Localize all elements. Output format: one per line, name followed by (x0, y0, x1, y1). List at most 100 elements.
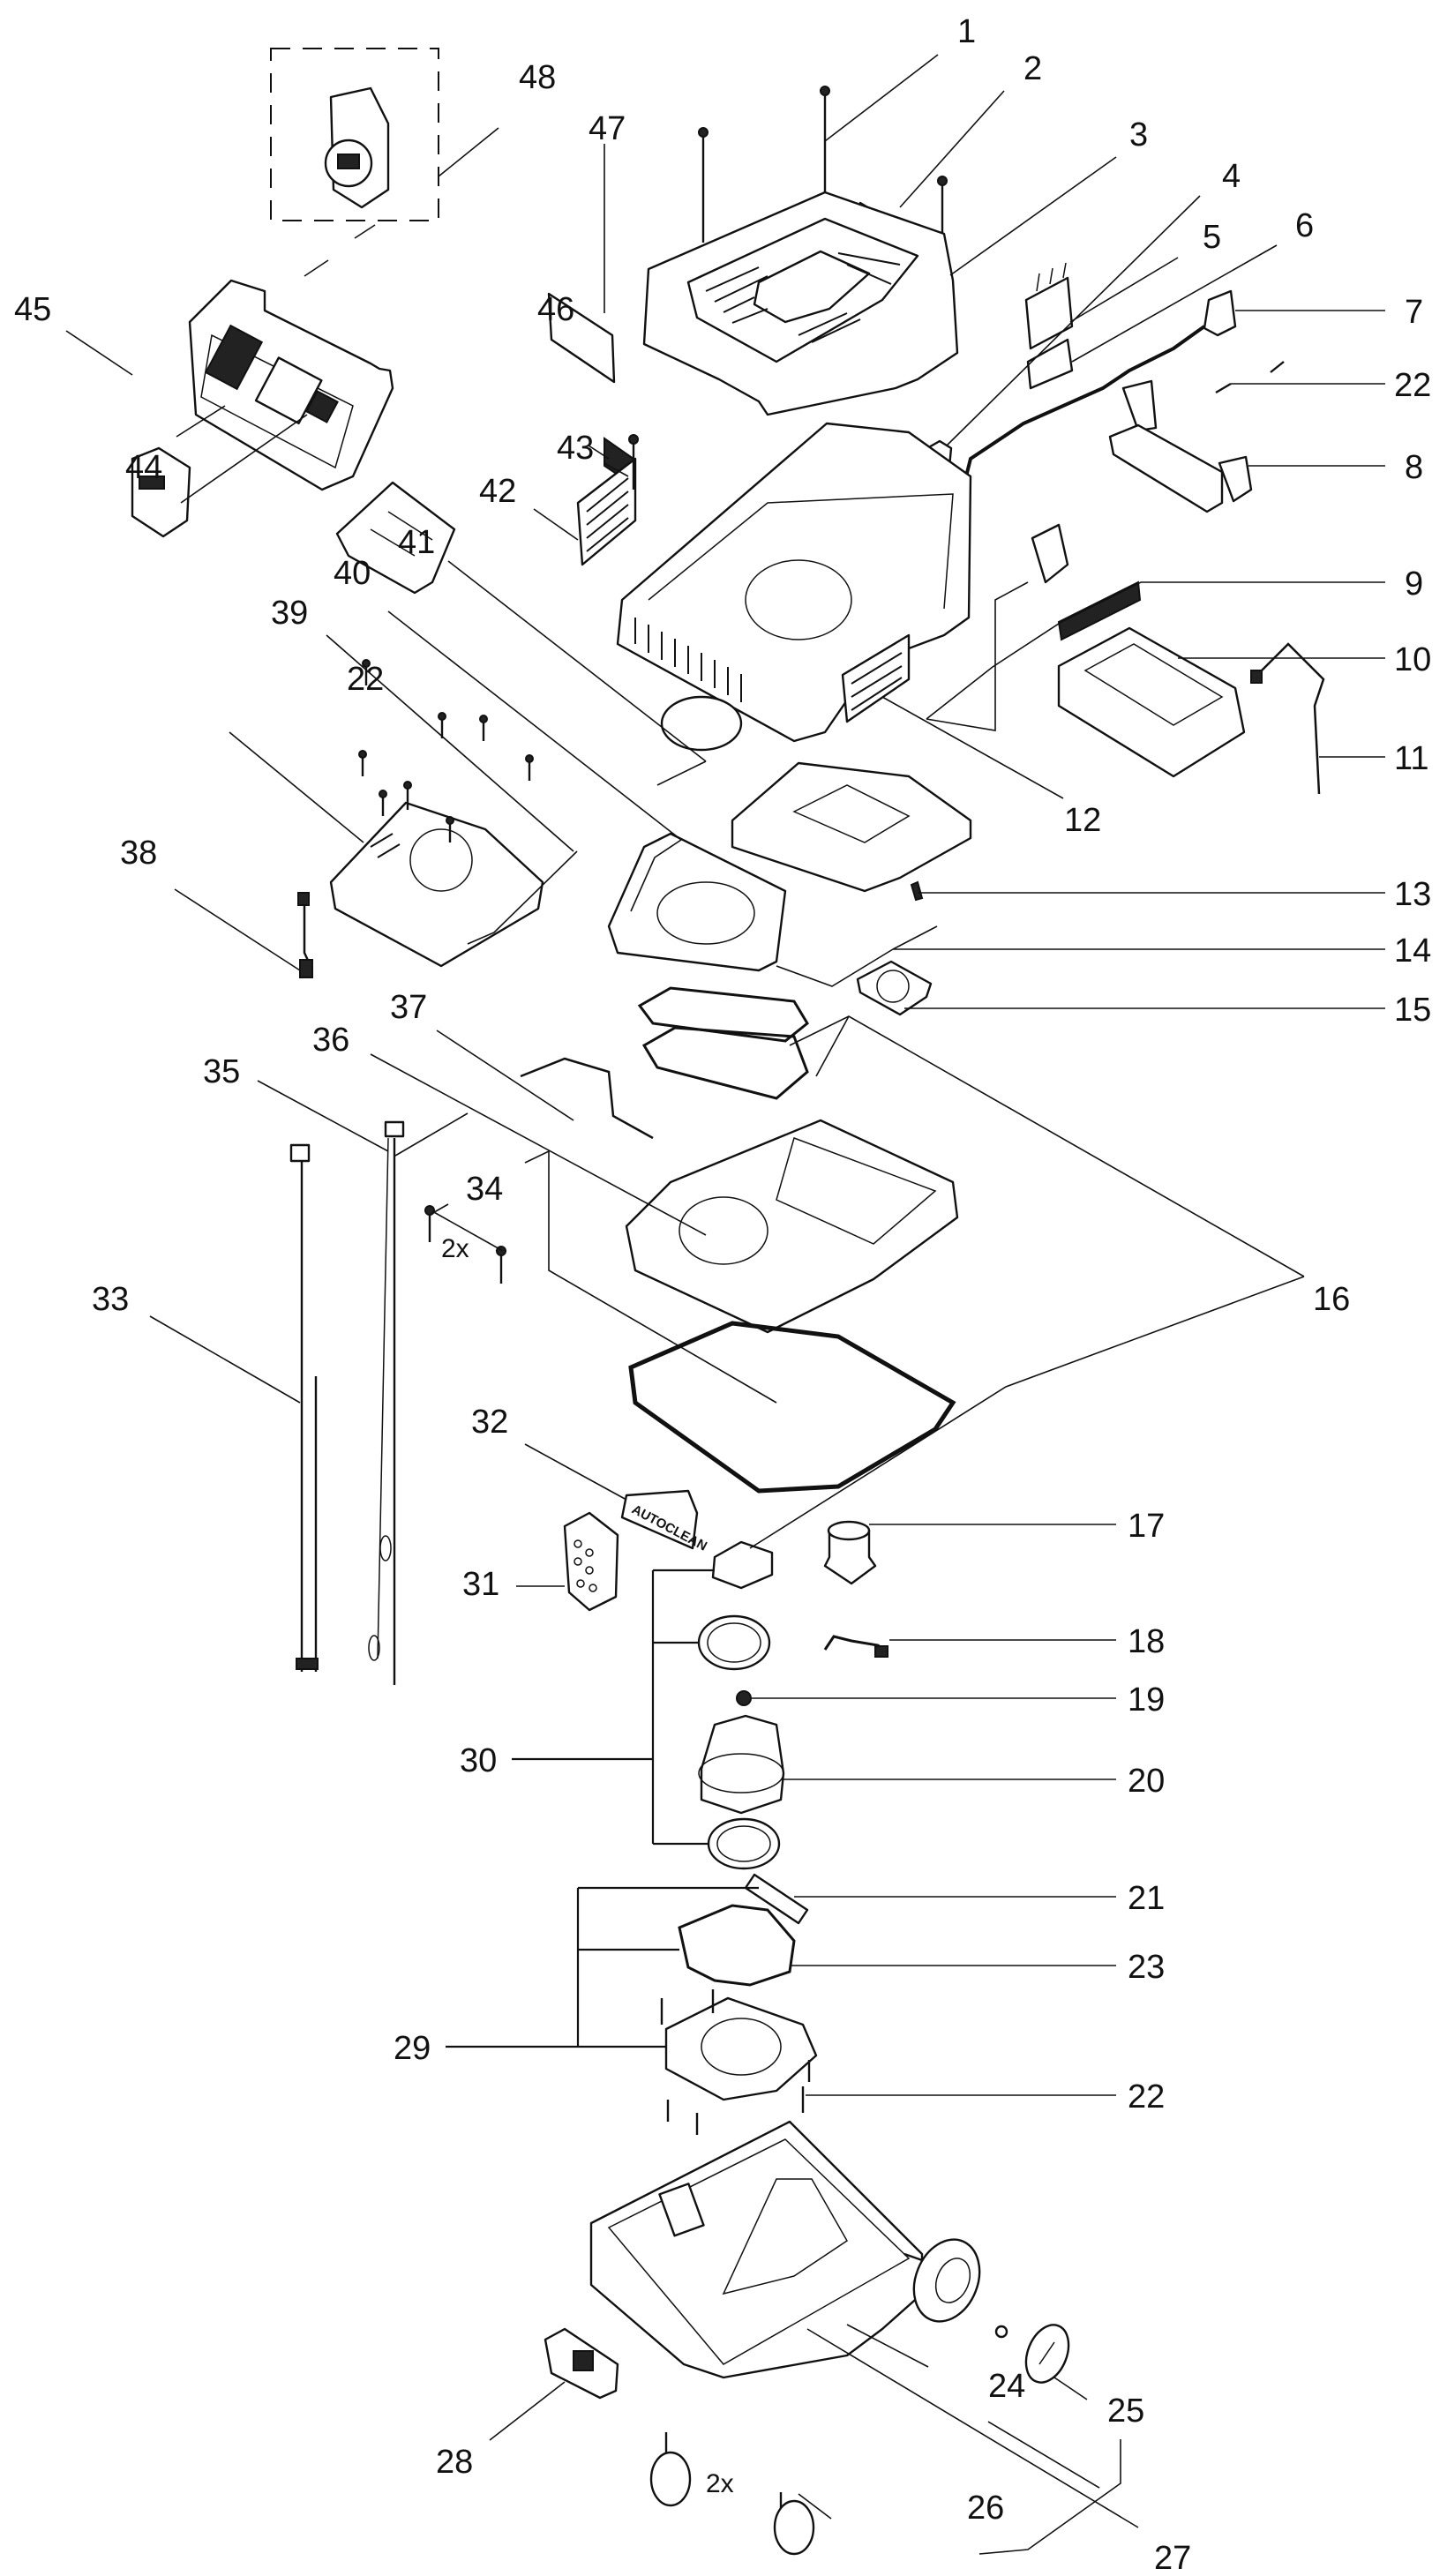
part-12-grille (841, 633, 911, 723)
part-26-casters (649, 2432, 815, 2556)
quantity-note-34: 2x (441, 1234, 469, 1263)
part-29-fan-housing (660, 1989, 818, 2135)
part-36-lower-housing (625, 1119, 959, 1334)
callout-12: 12 (1064, 802, 1101, 839)
callout-15: 15 (1394, 992, 1431, 1029)
part-44-control-panel (188, 279, 456, 595)
callout-9: 9 (1405, 565, 1423, 603)
callout-1: 1 (957, 13, 976, 50)
callout-25: 25 (1107, 2393, 1144, 2430)
callout-37: 37 (390, 989, 427, 1026)
callout-44: 44 (125, 449, 162, 486)
callout-22-left: 22 (347, 661, 384, 698)
part-35-cable (368, 1120, 405, 1685)
part-39-electronics-housing (329, 801, 544, 968)
callout-33: 33 (92, 1281, 129, 1318)
callout-43: 43 (557, 430, 594, 467)
part-9-badge (1031, 523, 1142, 641)
callout-5: 5 (1203, 219, 1221, 256)
part-22-screws-top (1215, 361, 1285, 394)
part-20-motor (698, 1714, 785, 1815)
callout-16: 16 (1313, 1281, 1350, 1318)
callout-4: 4 (1222, 158, 1241, 195)
part-43-screw (628, 434, 639, 490)
part-33-cable-harness (289, 1143, 319, 1672)
part-28-latch (544, 2327, 619, 2400)
part-1-long-screws (698, 86, 948, 282)
callout-34: 34 (466, 1171, 503, 1208)
part-14-motor-shroud (607, 832, 787, 972)
part-15-gasket-plate (856, 960, 933, 1016)
part-42-grille (576, 457, 637, 566)
part-22-screws-left (358, 659, 534, 842)
callout-35: 35 (203, 1053, 240, 1090)
callout-19: 19 (1128, 1681, 1165, 1719)
part-16-gaskets (637, 986, 809, 1100)
callout-2: 2 (1023, 50, 1042, 87)
callout-26: 26 (967, 2490, 1004, 2527)
part-21-gasket (744, 1873, 809, 1925)
callout-41: 41 (398, 524, 435, 561)
callout-47: 47 (589, 110, 626, 147)
quantity-note-26: 2x (706, 2469, 734, 2498)
callout-6: 6 (1295, 207, 1314, 244)
part-17-cap (823, 1520, 877, 1585)
part-8-handle (1108, 379, 1253, 513)
part-upper-frame (731, 761, 972, 893)
callout-22-bottom: 22 (1128, 2078, 1165, 2115)
part-37-wire (520, 1057, 654, 1140)
part-32-autoclean-badge: AUTOCLEAN (620, 1489, 709, 1554)
callout-38: 38 (120, 835, 157, 872)
callout-13: 13 (1394, 876, 1431, 913)
callout-18: 18 (1128, 1623, 1165, 1660)
callout-32: 32 (471, 1404, 508, 1441)
part-38-sensor (297, 892, 313, 978)
callout-36: 36 (312, 1022, 349, 1059)
callout-24: 24 (988, 2368, 1025, 2405)
callout-7: 7 (1405, 294, 1423, 331)
callout-11: 11 (1394, 740, 1428, 777)
callout-42: 42 (479, 473, 516, 510)
leader-lines (65, 54, 1385, 2555)
callout-30: 30 (460, 1742, 497, 1779)
part-10-tray-frame (1057, 626, 1246, 778)
callout-labels: 1 2 3 4 5 6 7 22 8 9 10 11 12 13 14 15 1… (14, 13, 1431, 2576)
callout-45: 45 (14, 291, 51, 328)
part-30-lower-seal (707, 1817, 781, 1870)
callout-46: 46 (537, 291, 574, 328)
part-27-tank (589, 2120, 924, 2379)
part-housing-middle (616, 422, 972, 743)
callout-27: 27 (1154, 2540, 1191, 2576)
part-47-label (547, 292, 616, 384)
callout-28: 28 (436, 2444, 473, 2481)
part-24-wheel (903, 2238, 981, 2323)
callout-21: 21 (1128, 1880, 1165, 1917)
callout-48: 48 (519, 59, 556, 96)
callout-39: 39 (271, 595, 308, 632)
callout-17: 17 (1128, 1508, 1165, 1545)
part-13-clip (910, 880, 924, 902)
callout-40: 40 (334, 555, 371, 592)
part-48-socket-option (270, 48, 439, 221)
part-31-filter-block (563, 1511, 619, 1612)
part-25-hub-cap (994, 2324, 1070, 2384)
part-6-cable-clip (1026, 338, 1074, 390)
part-19-nut (736, 1690, 752, 1706)
part-16-large-gasket (628, 1321, 956, 1494)
callout-23: 23 (1128, 1949, 1165, 1986)
callout-3: 3 (1129, 116, 1148, 154)
part-3-top-cover (642, 191, 959, 416)
callout-20: 20 (1128, 1763, 1165, 1800)
callout-10: 10 (1394, 641, 1431, 678)
part-45-socket (131, 446, 191, 538)
callout-22-top: 22 (1394, 367, 1431, 404)
part-7-power-cord (964, 289, 1237, 477)
callout-29: 29 (394, 2030, 431, 2067)
part-41-cover-plate (660, 695, 743, 752)
part-23-gasket (678, 1904, 796, 1987)
callout-14: 14 (1394, 932, 1431, 970)
part-11-wire (1250, 642, 1325, 795)
part-5-clip (1024, 262, 1074, 350)
callout-31: 31 (462, 1566, 499, 1603)
